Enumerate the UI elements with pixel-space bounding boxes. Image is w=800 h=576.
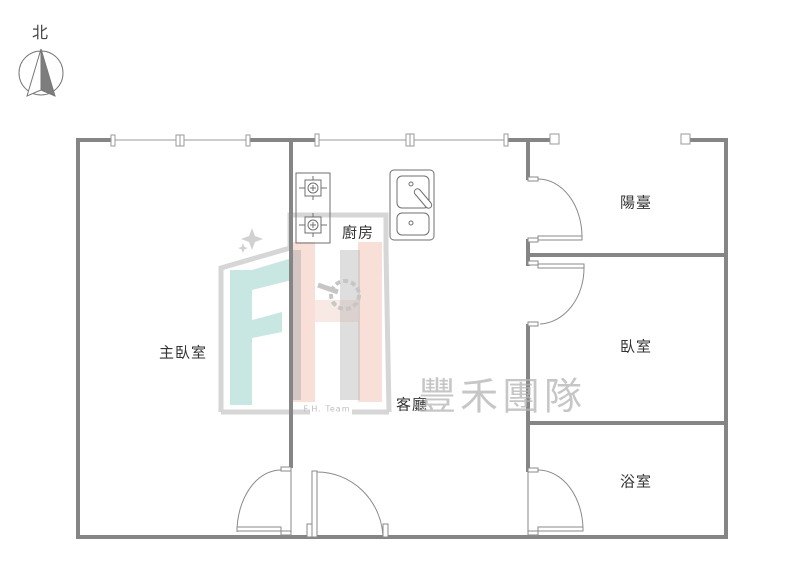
kitchen-sink-icon — [389, 169, 435, 241]
door-bedroom — [527, 260, 585, 327]
doors — [236, 176, 585, 538]
walls — [76, 138, 728, 539]
room-label-bedroom: 臥室 — [619, 337, 653, 356]
watermark-subtitle: F.H. Team — [303, 404, 351, 414]
fh-logo-icon — [218, 212, 392, 415]
door-bathroom — [527, 467, 584, 537]
gas-stove-icon — [295, 172, 331, 244]
room-label-living-room: 客廳 — [395, 395, 429, 414]
room-label-master-bedroom: 主臥室 — [158, 343, 208, 362]
north-arrow-icon — [18, 48, 64, 97]
door-balcony — [527, 176, 583, 243]
room-label-bathroom: 浴室 — [619, 472, 653, 491]
room-label-kitchen: 廚房 — [341, 223, 375, 242]
door-master-bedroom — [236, 466, 292, 536]
door-entrance — [306, 470, 389, 538]
north-label: 北 — [31, 23, 49, 42]
windows — [110, 133, 691, 147]
watermark-brand: 豐禾團隊 — [418, 374, 587, 419]
room-label-balcony: 陽臺 — [619, 193, 653, 212]
